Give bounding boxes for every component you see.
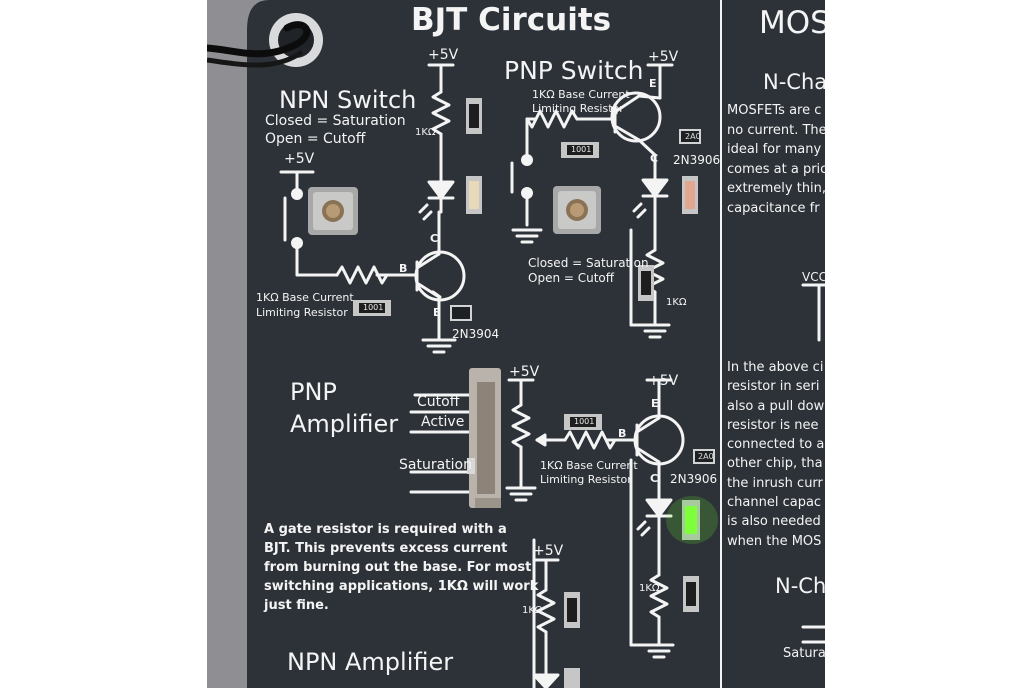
amp-pin-e: E <box>651 397 659 410</box>
cable-strand <box>207 49 304 68</box>
npn-switch-title: NPN Switch <box>279 86 417 114</box>
amp-transistor-label: 2N3906 <box>670 472 718 486</box>
pnp-switch-title: PNP Switch <box>504 56 644 85</box>
note-line: A gate resistor is required with a <box>264 522 507 537</box>
amp-label-active: Active <box>421 414 465 430</box>
npn-resistor-code: 1001 <box>363 303 384 312</box>
npn-base-resistor-line1: 1KΩ Base Current <box>256 291 354 304</box>
pnp-pin-c: C <box>650 152 659 165</box>
mosfet-line: MOSFETs are c <box>727 103 822 118</box>
mosfet-paragraph-2: In the above ci resistor in seri also a … <box>727 358 824 551</box>
pnp-load-resistor-label: 1KΩ <box>666 297 687 308</box>
mosfet-line: channel capac <box>727 495 822 511</box>
amp-base-resistor-line2: Limiting Resistor <box>540 473 632 486</box>
pnp-pin-e: E <box>649 77 657 90</box>
pnp-amplifier-title-1: PNP <box>290 378 337 406</box>
mosfet-line: ideal for many <box>727 142 822 158</box>
amp-supply-transistor: +5V <box>648 373 679 389</box>
amp-resistor-code: 1001 <box>574 417 595 426</box>
note-paragraph: A gate resistor is required with a BJT. … <box>264 520 538 615</box>
mosfet-line: other chip, tha <box>727 456 823 472</box>
note-line: BJT. This prevents excess current <box>264 541 508 556</box>
npn-pin-e: E <box>433 306 441 319</box>
note-line: just fine. <box>264 598 329 613</box>
amp-pin-c: C <box>650 472 659 485</box>
board-title: BJT Circuits <box>411 2 612 38</box>
npn-switch-supply-top: +5V <box>428 47 459 63</box>
mosfet-line: capacitance fr <box>727 200 820 216</box>
mosfet-bottom-label: Satura <box>783 646 825 661</box>
mosfet-vcc-label: VCC <box>802 270 825 284</box>
mosfet-heading: N-Cha <box>763 70 825 94</box>
sot23-2n3906-bottom <box>693 449 715 464</box>
npn-amp-supply: +5V <box>533 543 564 559</box>
note-line: switching applications, 1KΩ will work <box>264 579 539 594</box>
mosfet-line: is also needed <box>727 514 821 530</box>
npn-amplifier-title: NPN Amplifier <box>287 648 454 676</box>
npn-switch-supply-left: +5V <box>284 151 315 167</box>
amp-supply-pot: +5V <box>509 364 540 380</box>
mosfet-line: no current. The <box>727 122 825 138</box>
mosfet-line: when the MOS <box>727 533 822 549</box>
pnp-base-resistor-line2: Limiting Resistor <box>532 102 624 115</box>
sot23-2n3904 <box>450 305 472 321</box>
mosfet-heading-2: N-Ch <box>775 574 825 598</box>
npn-pin-b: B <box>399 262 408 275</box>
npn-collector-resistor-label: 1KΩ <box>415 127 436 138</box>
npn-base-resistor-line2: Limiting Resistor <box>256 306 348 319</box>
pnp-pin-b: B <box>610 105 619 118</box>
amp-pin-b: B <box>618 427 627 440</box>
note-line: from burning out the base. For most <box>264 560 532 575</box>
amp-label-cutoff: Cutoff <box>417 394 460 410</box>
pnp-transistor-label: 2N3906 <box>673 153 721 167</box>
npn-amp-resistor-label: 1KΩ <box>522 605 543 616</box>
mosfet-line: connected to a <box>727 437 825 453</box>
mosfet-line: resistor in seri <box>727 379 820 395</box>
pnp-tactile-button <box>553 186 601 234</box>
mosfet-line: In the above ci <box>727 360 824 375</box>
mosfet-line: also a pull dow <box>727 398 825 414</box>
pnp-chip-code: 2A0 <box>685 132 701 141</box>
pcb-board <box>207 0 825 688</box>
amp-base-resistor-line1: 1KΩ Base Current <box>540 459 638 472</box>
pnp-resistor-code: 1001 <box>571 145 592 154</box>
mosfet-line: resistor is nee <box>727 417 819 433</box>
pcb-photo: BJT Circuits MOS NPN Switch Closed = Sat… <box>207 0 825 688</box>
npn-switch-open: Open = Cutoff <box>265 131 366 147</box>
npn-switch-closed: Closed = Saturation <box>265 113 406 129</box>
silkscreen-traces <box>279 63 825 688</box>
amp-chip-code: 2A0 <box>698 452 714 461</box>
mosfet-line: comes at a pric <box>727 161 825 177</box>
amp-load-resistor-label: 1KΩ <box>639 583 660 594</box>
sot23-2n3906-top <box>679 129 701 144</box>
mosfet-title: MOS <box>759 5 825 41</box>
npn-transistor-label: 2N3904 <box>452 327 500 341</box>
mosfet-paragraph-1: MOSFETs are c no current. The ideal for … <box>727 101 825 219</box>
amp-label-saturation: Saturation <box>399 457 472 473</box>
pnp-base-resistor-line1: 1KΩ Base Current <box>532 88 630 101</box>
npn-pin-c: C <box>430 232 439 245</box>
pnp-switch-supply: +5V <box>648 49 679 65</box>
mosfet-line: the inrush curr <box>727 475 823 491</box>
mosfet-line: extremely thin, <box>727 181 825 197</box>
npn-tactile-button <box>308 187 358 235</box>
pnp-amplifier-title-2: Amplifier <box>290 410 399 438</box>
smd-led-npn-amp <box>564 668 580 688</box>
pnp-switch-open: Open = Cutoff <box>528 271 615 285</box>
slide-switch <box>467 368 501 508</box>
pnp-switch-closed: Closed = Saturation <box>528 256 649 270</box>
board-substrate <box>247 0 825 688</box>
cable <box>207 21 311 58</box>
